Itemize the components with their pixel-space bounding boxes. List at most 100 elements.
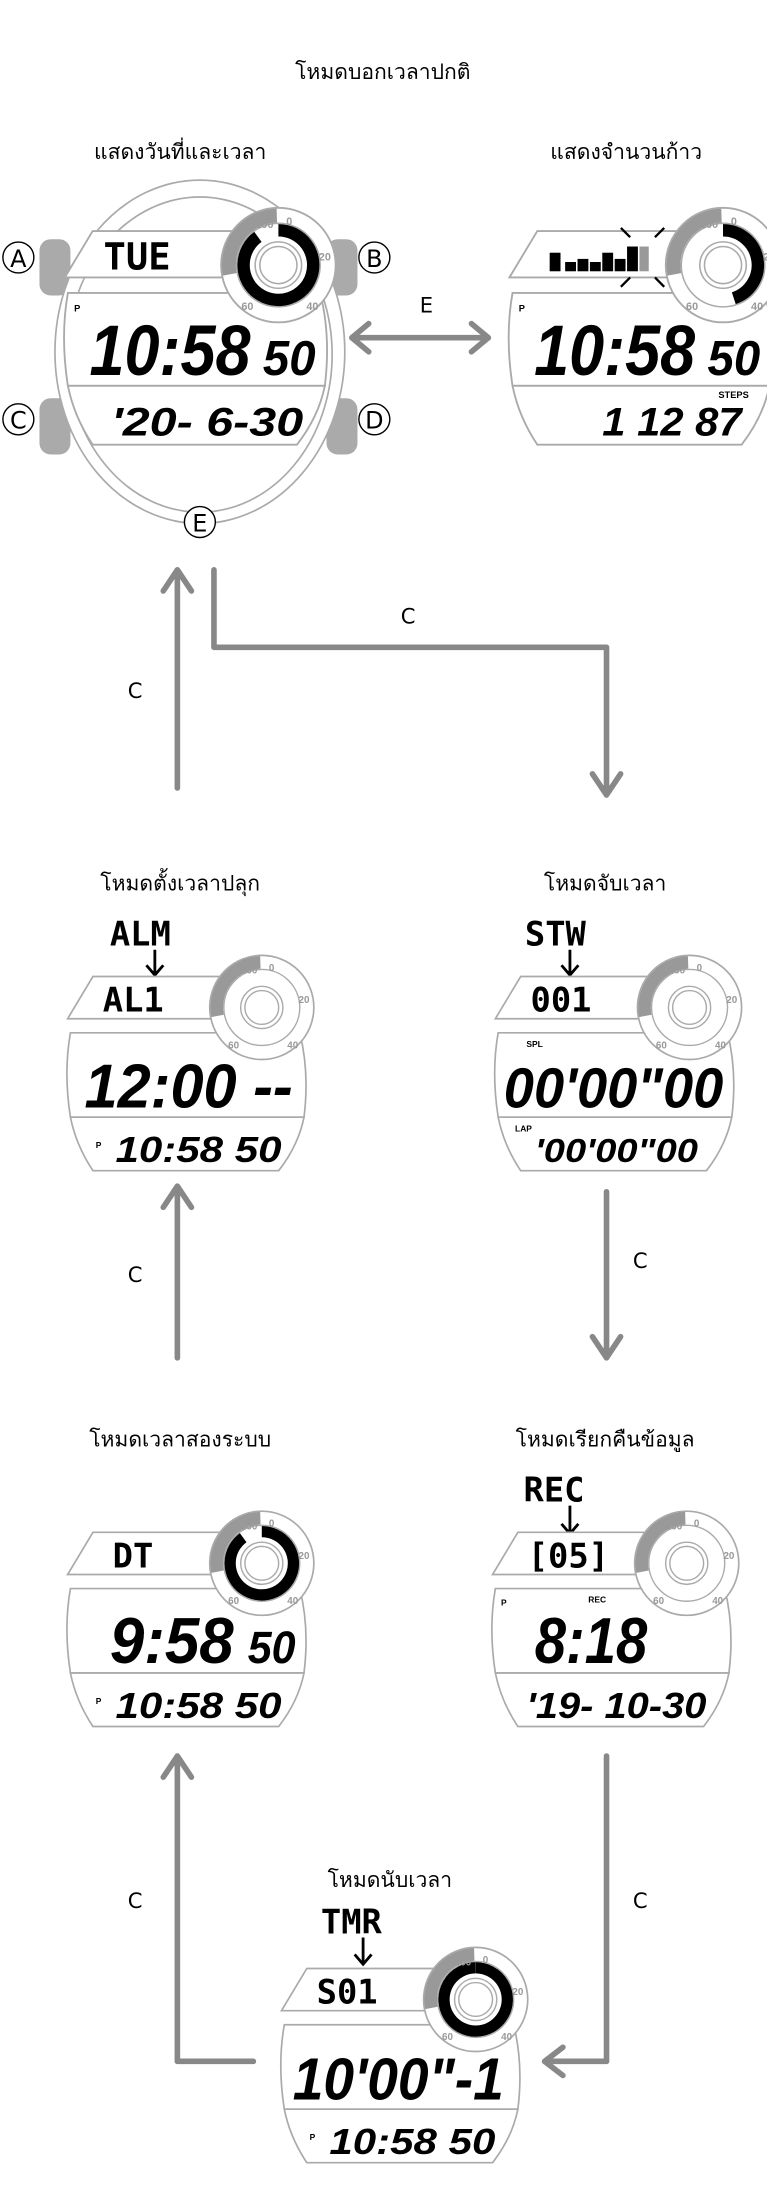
ring-scale-label: 20 xyxy=(299,995,310,1006)
dual-time-mode-title: โหมดเวลาสองระบบ xyxy=(89,1426,271,1451)
ring-scale-label: 100 xyxy=(666,1521,683,1532)
ring-scale-label: 80 xyxy=(213,1557,224,1568)
button-a[interactable] xyxy=(39,239,71,296)
alarm-mode-title: โหมดตั้งเวลาปลุก xyxy=(100,868,260,897)
bottom-digits: 10:58 50 xyxy=(115,1129,281,1170)
timer-mode-title: โหมดนับเวลา xyxy=(328,1867,452,1892)
ring-scale-label: 60 xyxy=(653,1596,664,1607)
top-segment-text: S01 xyxy=(317,1973,378,2012)
ring-scale-label: 40 xyxy=(712,1596,723,1607)
ring-scale-label: 0 xyxy=(269,963,275,974)
timer-code: TMR xyxy=(321,1902,383,1941)
button-e-label: E xyxy=(192,509,207,537)
ring-scale-label: 20 xyxy=(723,1551,734,1562)
flash-icon xyxy=(654,276,666,288)
bottom-panel xyxy=(66,384,326,446)
ring-scale-label: 40 xyxy=(306,301,318,313)
arrow-alarm-to-time xyxy=(160,567,195,791)
main-time-digits: 8:18 xyxy=(535,1604,648,1677)
step-graph-bar xyxy=(565,261,576,272)
arrow-timer-to-dual xyxy=(160,1753,257,2065)
ring-scale-label: 60 xyxy=(228,1040,239,1051)
ring-scale-label: 80 xyxy=(638,1557,649,1568)
ring-scale-label: 20 xyxy=(763,251,767,263)
bottom-digits: '20- 6-30 xyxy=(111,399,303,444)
bottom-panel xyxy=(69,1116,306,1172)
top-segment-text: [05] xyxy=(528,1536,609,1575)
bottom-digits: 10:58 50 xyxy=(115,1685,281,1726)
bottom-panel xyxy=(283,2108,519,2164)
diagram-title: โหมดบอกเวลาปกติ xyxy=(295,59,470,84)
ring-scale-band xyxy=(638,956,689,1018)
ring-scale-label: 0 xyxy=(483,1955,489,1966)
main-time-digits: 10:58 xyxy=(534,312,695,391)
flash-icon xyxy=(620,276,631,288)
recall-mode-title: โหมดเรียกคืนข้อมูล xyxy=(516,1426,695,1452)
steps-label: แสดงจำนวนก้าว xyxy=(550,139,702,164)
ring-scale-band xyxy=(221,208,278,276)
ring-scale-label: 80 xyxy=(669,258,681,270)
step-graph-bar xyxy=(577,258,589,272)
ring-scale-label: 80 xyxy=(213,1001,224,1012)
progress-ring xyxy=(438,1962,513,2037)
steps-label: STEPS xyxy=(718,390,748,400)
button-labels: A B C D E xyxy=(2,241,391,539)
step-graph-bar xyxy=(627,246,638,272)
pm-indicator: P xyxy=(96,1140,102,1150)
button-c[interactable] xyxy=(39,398,71,455)
step-graph-bar xyxy=(602,252,614,272)
top-segment-text: 001 xyxy=(531,981,592,1020)
down-arrow-icon xyxy=(145,949,165,978)
seconds-digits: 50 xyxy=(263,331,316,386)
alarm-code: ALM xyxy=(110,915,171,954)
ring-scale-band xyxy=(210,956,261,1018)
main-time-digits: 00'00"00 xyxy=(504,1056,724,1119)
ring-scale-label: 80 xyxy=(427,1993,438,2004)
bottom-panel xyxy=(511,384,767,446)
ring-scale-label: 100 xyxy=(241,966,258,977)
lap-label: LAP xyxy=(515,1123,532,1133)
top-segment-text: TUE xyxy=(103,236,170,279)
ring-scale-label: 40 xyxy=(715,1040,726,1051)
watch-displays: 100 0 20 40 60 80 TUE P 10:58 50 '20- 6-30 100 0 20 40… xyxy=(63,206,767,2164)
top-segment-text: AL1 xyxy=(103,981,164,1020)
bottom-panel xyxy=(494,1672,730,1728)
arrow-stopwatch-to-recall xyxy=(589,1188,624,1361)
down-arrow-icon xyxy=(560,1505,580,1536)
arrow-dual-to-alarm xyxy=(160,1183,195,1361)
ring-scale-label: 60 xyxy=(228,1596,239,1607)
stopwatch-code: STW xyxy=(525,915,587,954)
arrow-recall-to-timer xyxy=(541,1753,610,2079)
ring-scale-label: 20 xyxy=(726,995,737,1006)
ring-scale-label: 20 xyxy=(299,1551,310,1562)
button-d-label: D xyxy=(365,407,383,435)
ring-scale-label: 80 xyxy=(640,1001,651,1012)
ring-scale-band xyxy=(666,208,723,276)
ring-scale-band xyxy=(424,1948,475,2010)
pm-indicator: P xyxy=(310,2132,316,2142)
step-graph-bar xyxy=(589,261,601,272)
ring-scale-label: 60 xyxy=(241,301,253,313)
arrow-time-to-stopwatch xyxy=(211,567,624,798)
bottom-digits: '19- 10-30 xyxy=(526,1685,706,1726)
ring-scale-label: 60 xyxy=(656,1040,667,1051)
step-graph-bar xyxy=(549,252,561,272)
progress-ring xyxy=(722,224,765,305)
recall-code: REC xyxy=(524,1470,585,1509)
stopwatch-mode-title: โหมดจับเวลา xyxy=(544,871,666,896)
ring-scale-label: 100 xyxy=(669,966,686,977)
ring-scale-band xyxy=(635,1511,686,1573)
bottom-digits: 10:58 50 xyxy=(329,2121,495,2162)
pm-indicator: P xyxy=(96,1696,102,1706)
arrow-c-label: C xyxy=(128,1888,143,1913)
seconds-digits: 50 xyxy=(248,1622,296,1673)
arrow-c-label: C xyxy=(128,1262,143,1287)
ring-scale-label: 0 xyxy=(731,216,737,228)
